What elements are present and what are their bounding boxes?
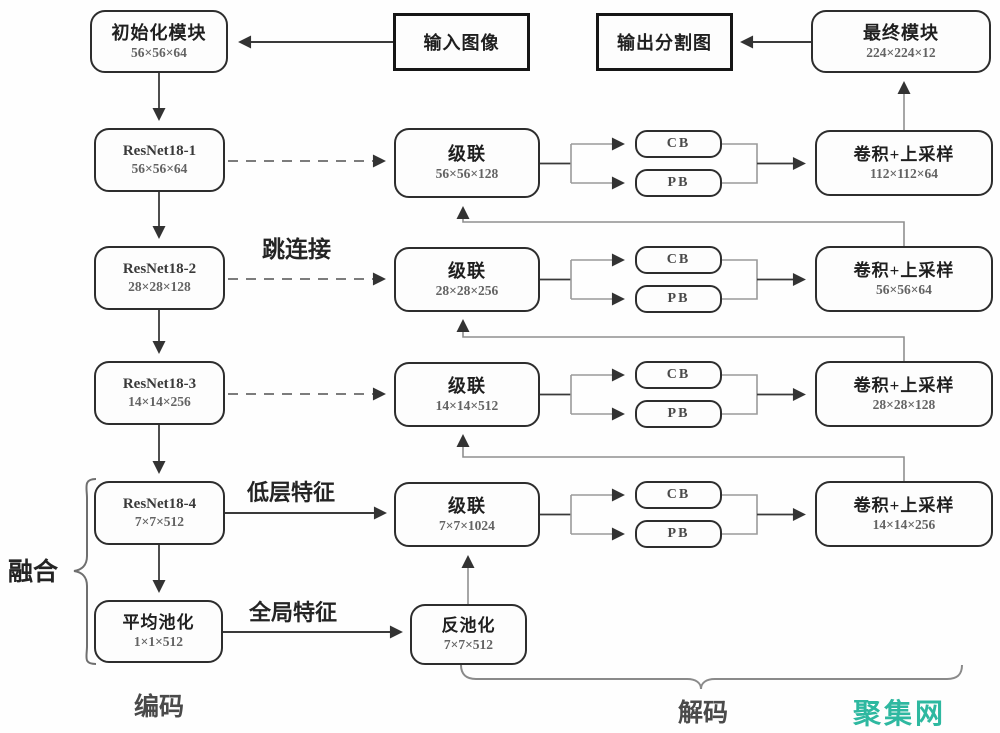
watermark-text: 聚集网	[853, 698, 947, 729]
resnet18-2-box: ResNet18-2 28×28×128	[94, 246, 225, 310]
upsample-3-title: 卷积+上采样	[853, 375, 955, 395]
feature-arrows	[223, 506, 403, 639]
decoder-up-paths	[456, 206, 905, 481]
upsample-1-box: 卷积+上采样 112×112×64	[815, 130, 993, 196]
upsample-2-box: 卷积+上采样 56×56×64	[815, 246, 993, 312]
concat-1-title: 级联	[448, 144, 486, 165]
global-feature-label: 全局特征	[249, 600, 338, 625]
resnet18-1-box: ResNet18-1 56×56×64	[94, 128, 225, 192]
resnet18-3-box: ResNet18-3 14×14×256	[94, 361, 225, 425]
resnet18-4-box: ResNet18-4 7×7×512	[94, 481, 225, 545]
resnet18-1-dims: 56×56×64	[131, 161, 188, 177]
pb-block-2: PB	[635, 285, 722, 313]
cb-label: CB	[666, 487, 691, 502]
upsample-1-title: 卷积+上采样	[853, 144, 955, 164]
concat-4-title: 级联	[448, 495, 486, 516]
final-module-dims: 224×224×12	[866, 44, 936, 60]
low-level-feature-label: 低层特征	[247, 480, 336, 505]
concat-4-box: 级联 7×7×1024	[394, 482, 540, 547]
upsample-2-dims: 56×56×64	[876, 281, 932, 297]
resnet18-1-title: ResNet18-1	[122, 143, 197, 160]
avg-pool-title: 平均池化	[122, 613, 195, 633]
cb-pb-wiring	[540, 137, 806, 541]
upsample-3-dims: 28×28×128	[872, 396, 936, 412]
concat-2-title: 级联	[448, 260, 486, 281]
skip-connection-label: 跳连接	[262, 237, 331, 262]
pb-block-4: PB	[635, 520, 722, 548]
cb-label: CB	[666, 136, 691, 151]
concat-1-box: 级联 56×56×128	[394, 128, 540, 198]
resnet18-4-dims: 7×7×512	[134, 514, 185, 530]
unpool-box: 反池化 7×7×512	[410, 604, 527, 665]
output-segmap-box: 输出分割图	[596, 13, 733, 71]
concat-3-dims: 14×14×512	[435, 397, 499, 413]
concat-3-box: 级联 14×14×512	[394, 362, 540, 427]
resnet18-3-title: ResNet18-3	[122, 376, 197, 393]
init-module-box: 初始化模块 56×56×64	[90, 10, 228, 73]
pb-label: PB	[667, 406, 690, 421]
upsample-4-box: 卷积+上采样 14×14×256	[815, 481, 993, 547]
cb-label: CB	[666, 367, 691, 382]
input-image-label: 输入图像	[423, 33, 500, 53]
pb-label: PB	[667, 175, 690, 190]
upsample-1-dims: 112×112×64	[870, 165, 938, 181]
concat-1-dims: 56×56×128	[435, 166, 499, 182]
resnet18-3-dims: 14×14×256	[128, 394, 191, 410]
final-module-box: 最终模块 224×224×12	[811, 10, 991, 73]
concat-2-box: 级联 28×28×256	[394, 247, 540, 312]
pb-label: PB	[667, 526, 690, 541]
pb-block-3: PB	[635, 400, 722, 428]
output-segmap-label: 输出分割图	[617, 33, 712, 53]
avg-pool-box: 平均池化 1×1×512	[94, 600, 223, 663]
concat-4-dims: 7×7×1024	[439, 517, 495, 533]
upsample-2-title: 卷积+上采样	[853, 260, 955, 280]
cb-block-2: CB	[635, 246, 722, 274]
encode-label: 编码	[134, 694, 185, 721]
init-module-dims: 56×56×64	[131, 44, 187, 60]
input-image-box: 输入图像	[393, 13, 530, 71]
cb-block-1: CB	[635, 130, 722, 158]
final-module-title: 最终模块	[863, 22, 939, 43]
skip-connection-arrows	[228, 154, 386, 401]
pb-label: PB	[667, 291, 690, 306]
resnet18-2-dims: 28×28×128	[128, 279, 191, 295]
concat-2-dims: 28×28×256	[435, 282, 499, 298]
unpool-title: 反池化	[441, 616, 496, 636]
pb-block-1: PB	[635, 169, 722, 197]
cb-label: CB	[666, 252, 691, 267]
fusion-brace	[73, 478, 97, 665]
avg-pool-dims: 1×1×512	[133, 634, 184, 650]
decode-brace	[460, 664, 963, 690]
resnet18-2-title: ResNet18-2	[122, 261, 197, 278]
cb-block-4: CB	[635, 481, 722, 509]
upsample-4-title: 卷积+上采样	[853, 495, 955, 515]
cb-block-3: CB	[635, 361, 722, 389]
upsample-3-box: 卷积+上采样 28×28×128	[815, 361, 993, 427]
decode-label: 解码	[678, 700, 729, 727]
resnet18-4-title: ResNet18-4	[122, 496, 197, 513]
fusion-label: 融合	[8, 559, 59, 586]
upsample-4-dims: 14×14×256	[872, 516, 936, 532]
init-module-title: 初始化模块	[111, 22, 207, 43]
concat-3-title: 级联	[448, 375, 486, 396]
unpool-dims: 7×7×512	[443, 637, 494, 653]
